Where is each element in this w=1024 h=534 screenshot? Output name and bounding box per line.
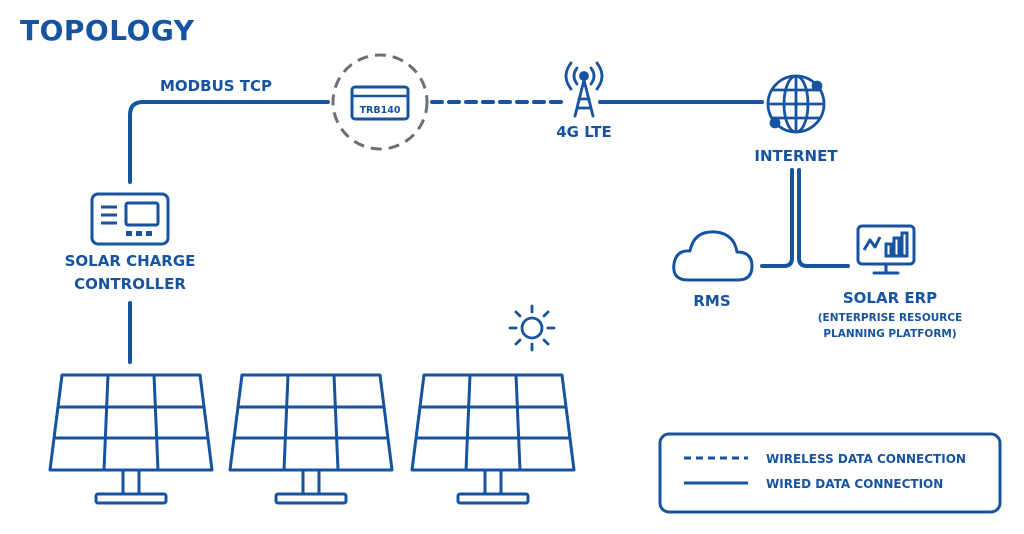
controller-label-line1: SOLAR CHARGE bbox=[65, 252, 196, 270]
router-icon: TRB140 bbox=[331, 53, 429, 151]
wired-link-internet-rms bbox=[760, 168, 794, 268]
globe-icon bbox=[766, 74, 826, 134]
charge-controller-icon bbox=[90, 192, 170, 246]
cell-tower-icon bbox=[564, 61, 604, 118]
legend-wired-label: WIRED DATA CONNECTION bbox=[766, 477, 943, 491]
cloud-icon bbox=[672, 230, 754, 282]
controller-label-line2: CONTROLLER bbox=[74, 275, 186, 293]
wired-link-controller-router bbox=[128, 100, 330, 184]
erp-sub-label-2: PLANNING PLATFORM) bbox=[823, 328, 956, 340]
solar-panel-2 bbox=[228, 373, 394, 505]
erp-monitor-icon bbox=[856, 224, 916, 275]
router-model-label: TRB140 bbox=[360, 105, 401, 116]
connections bbox=[128, 100, 850, 364]
wired-link-internet-erp bbox=[797, 168, 850, 268]
legend-wireless-label: WIRELESS DATA CONNECTION bbox=[766, 452, 966, 466]
rms-label: RMS bbox=[693, 292, 730, 310]
solar-panel-1 bbox=[48, 373, 214, 505]
erp-sub-label-1: (ENTERPRISE RESOURCE bbox=[818, 312, 963, 324]
page-title: TOPOLOGY bbox=[20, 14, 195, 47]
internet-label: INTERNET bbox=[754, 147, 838, 165]
erp-label: SOLAR ERP bbox=[843, 289, 937, 307]
modbus-label: MODBUS TCP bbox=[160, 77, 272, 95]
solar-panel-3 bbox=[410, 373, 576, 505]
legend: WIRELESS DATA CONNECTION WIRED DATA CONN… bbox=[658, 432, 1002, 514]
lte-label: 4G LTE bbox=[556, 123, 612, 141]
sun-icon bbox=[508, 304, 556, 352]
